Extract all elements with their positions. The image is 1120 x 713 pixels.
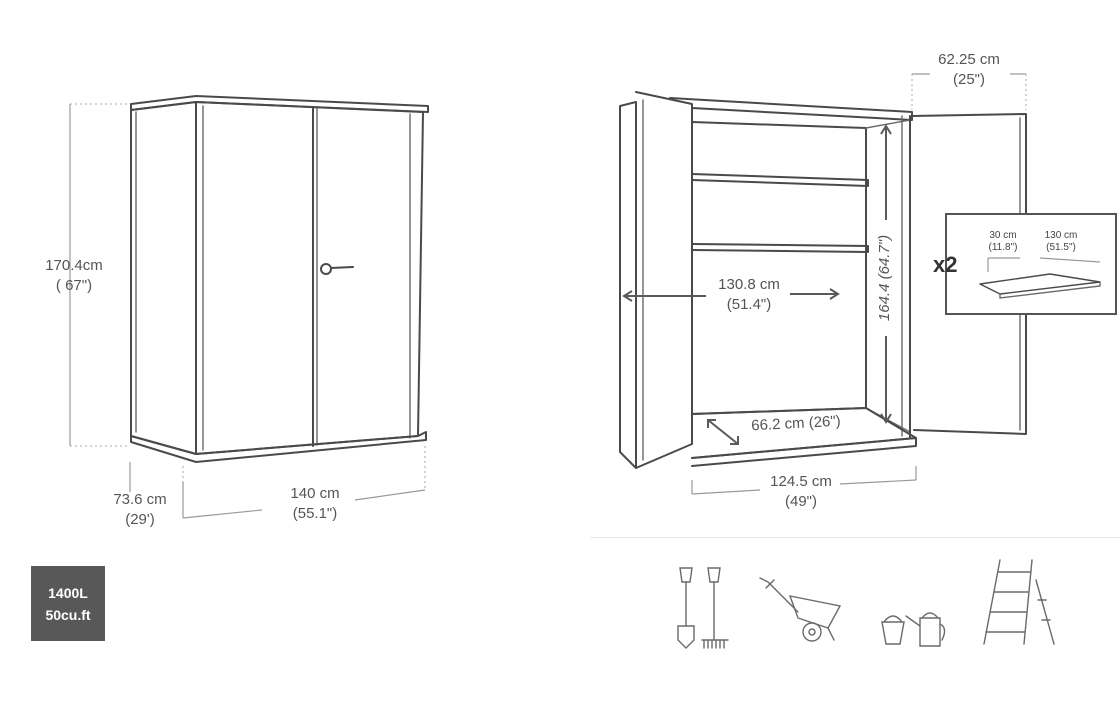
shelf-depth-in: (11.8"): [988, 242, 1018, 253]
shelf-quantity: x2: [933, 252, 958, 277]
capacity-badge: 1400L 50cu.ft: [31, 566, 105, 641]
depth-in: (29'): [125, 511, 155, 528]
shelf-depth-cm: 30 cm: [989, 230, 1017, 241]
ladder-icon: [983, 559, 1055, 645]
shelf-inset-drawing: [945, 213, 1117, 315]
shelf-length-cm: 130 cm: [1044, 230, 1078, 241]
bucket-watering-can-icon: [881, 612, 946, 647]
depth-cm: 73.6 cm: [113, 491, 167, 508]
floor-width-cm: 124.5 cm: [770, 473, 832, 490]
interior-width-in: (51.4"): [726, 296, 772, 313]
depth-label: 73.6 cm (29'): [100, 490, 180, 530]
open-shed-dimension-lines: [622, 73, 1026, 495]
interior-height-label: 164.4 (64.7"): [876, 234, 893, 322]
width-in: (55.1"): [292, 505, 338, 522]
width-label: 140 cm (55.1"): [270, 484, 360, 524]
wheelbarrow-icon: [759, 577, 842, 642]
shelf-depth-label: 30 cm (11.8"): [978, 230, 1028, 254]
closed-shed-dimension-lines: [69, 103, 426, 519]
door-width-in: (25"): [953, 71, 985, 88]
shelf-length-label: 130 cm (51.5"): [1034, 230, 1088, 254]
floor-width-in: (49"): [785, 493, 817, 510]
capacity-cuft: 50cu.ft: [45, 606, 91, 623]
height-label: 170.4cm ( 67"): [34, 256, 114, 296]
interior-width-cm: 130.8 cm: [718, 276, 780, 293]
width-cm: 140 cm: [290, 485, 340, 502]
floor-width-label: 124.5 cm (49"): [756, 472, 846, 512]
door-width-cm: 62.25 cm: [938, 51, 1000, 68]
shelf-length-in: (51.5"): [1046, 242, 1076, 253]
closed-shed-drawing: [130, 95, 429, 463]
interior-width-label: 130.8 cm (51.4"): [704, 275, 794, 315]
capacity-liters: 1400L: [48, 584, 88, 601]
height-in: ( 67"): [55, 277, 93, 294]
shovel-rake-icon: [677, 567, 729, 649]
door-width-label: 62.25 cm (25"): [924, 50, 1014, 90]
section-divider: [590, 537, 1120, 538]
height-cm: 170.4cm: [45, 257, 103, 274]
